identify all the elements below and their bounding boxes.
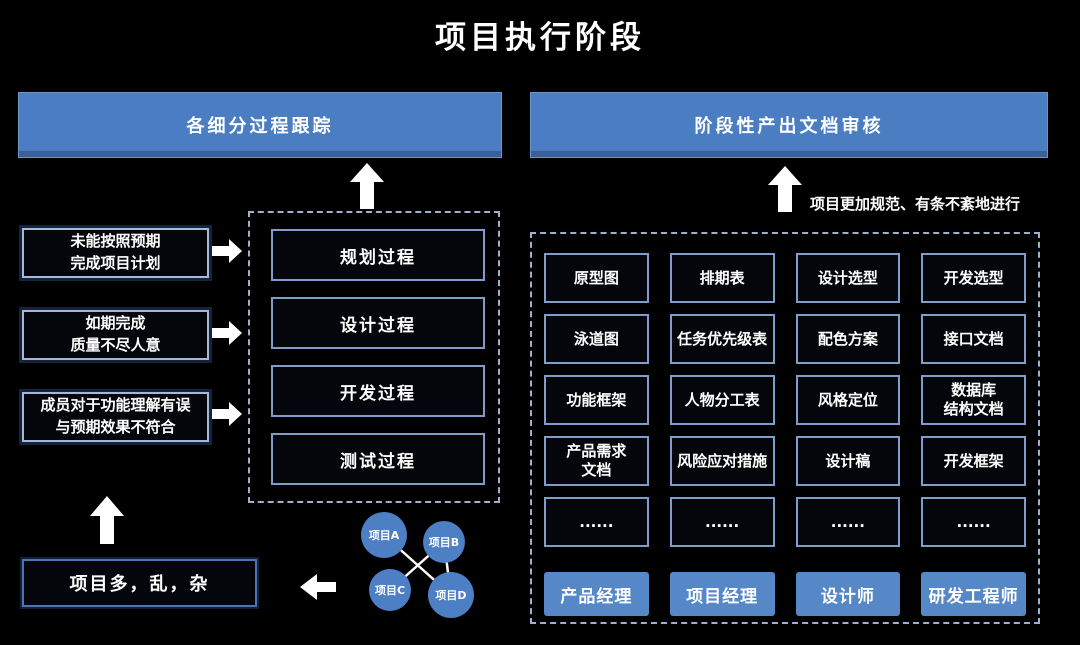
project-circle-label: 项目A <box>369 529 400 542</box>
doc-cell-ellipsis: ...... <box>669 497 775 547</box>
doc-cell: 配色方案 <box>795 314 901 364</box>
project-circle-d <box>428 572 474 618</box>
doc-cell: 原型图 <box>544 253 649 303</box>
doc-cell: 功能框架 <box>544 375 649 425</box>
doc-cell-ellipsis: ...... <box>544 497 649 547</box>
doc-cell: 人物分工表 <box>669 375 775 425</box>
doc-cell: 开发框架 <box>921 436 1026 486</box>
roles-row: 产品经理 项目经理 设计师 研发工程师 <box>544 572 1026 616</box>
project-circles-cluster: 项目A 项目B 项目C 项目D <box>358 508 480 624</box>
up-arrow-icon <box>90 496 124 544</box>
right-section-header: 阶段性产出文档审核 <box>530 92 1048 158</box>
project-circle-label: 项目C <box>375 584 405 597</box>
doc-cell-ellipsis: ...... <box>921 497 1026 547</box>
up-arrow-icon <box>350 163 384 209</box>
process-box-planning: 规划过程 <box>271 229 485 281</box>
doc-cell: 产品需求 文档 <box>544 436 649 486</box>
doc-cell: 设计稿 <box>795 436 901 486</box>
doc-cell: 排期表 <box>669 253 775 303</box>
right-arrow-icon <box>212 321 242 345</box>
doc-cell: 风格定位 <box>795 375 901 425</box>
project-circle-label: 项目D <box>435 589 466 602</box>
issue-box: 如期完成 质量不尽人意 <box>22 310 209 360</box>
documents-grid: 原型图 排期表 设计选型 开发选型 泳道图 任务优先级表 配色方案 接口文档 功… <box>544 253 1026 547</box>
left-arrow-icon <box>300 574 336 600</box>
role-badge-product-manager: 产品经理 <box>544 572 649 616</box>
issue-box: 未能按照预期 完成项目计划 <box>22 228 209 278</box>
right-arrow-icon <box>212 239 242 263</box>
project-circle-b <box>423 521 465 563</box>
doc-cell: 设计选型 <box>795 253 901 303</box>
process-box-design: 设计过程 <box>271 297 485 349</box>
doc-cell: 泳道图 <box>544 314 649 364</box>
doc-cell: 数据库 结构文档 <box>921 375 1026 425</box>
doc-cell: 接口文档 <box>921 314 1026 364</box>
project-circle-label: 项目B <box>429 536 459 549</box>
page-title: 项目执行阶段 <box>435 20 645 56</box>
summary-box: 项目多，乱，杂 <box>22 559 257 607</box>
doc-cell: 风险应对措施 <box>669 436 775 486</box>
doc-cell: 任务优先级表 <box>669 314 775 364</box>
doc-cell-ellipsis: ...... <box>795 497 901 547</box>
role-badge-rd-engineer: 研发工程师 <box>921 572 1026 616</box>
document-review-group: 原型图 排期表 设计选型 开发选型 泳道图 任务优先级表 配色方案 接口文档 功… <box>530 232 1040 624</box>
issue-box: 成员对于功能理解有误 与预期效果不符合 <box>22 392 209 442</box>
process-tracking-group: 规划过程 设计过程 开发过程 测试过程 <box>248 211 500 503</box>
up-arrow-icon <box>768 166 802 212</box>
right-arrow-icon <box>212 402 242 426</box>
project-circle-a <box>361 512 407 558</box>
doc-cell: 开发选型 <box>921 253 1026 303</box>
left-section-header: 各细分过程跟踪 <box>18 92 502 158</box>
role-badge-designer: 设计师 <box>795 572 901 616</box>
process-box-development: 开发过程 <box>271 365 485 417</box>
annotation-text: 项目更加规范、有条不紊地进行 <box>810 195 1021 213</box>
role-badge-project-manager: 项目经理 <box>669 572 775 616</box>
project-circle-c <box>369 569 411 611</box>
process-box-testing: 测试过程 <box>271 433 485 485</box>
